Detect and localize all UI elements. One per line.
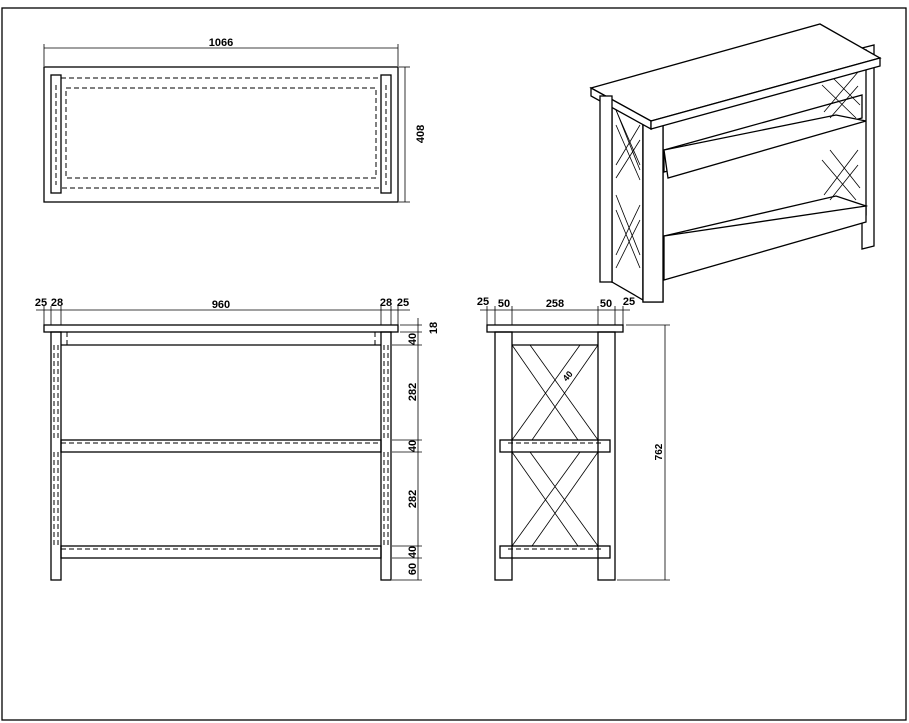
dim-front-leg-right: 28 xyxy=(380,297,392,309)
dim-front-inner-width: 960 xyxy=(212,299,230,311)
dim-top-thickness: 18 xyxy=(428,322,440,334)
dim-leg-clearance: 60 xyxy=(407,563,419,575)
dim-side-leg-left: 50 xyxy=(498,298,510,310)
dim-side-leg-right: 50 xyxy=(600,298,612,310)
dim-top-width: 1066 xyxy=(209,37,233,49)
dim-total-height: 762 xyxy=(654,443,665,460)
dim-side-inner-width: 258 xyxy=(546,298,564,310)
dim-middle-shelf: 40 xyxy=(407,440,419,452)
front-view: 25 28 960 28 25 18 40 282 40 282 40 60 xyxy=(35,297,440,581)
dim-apron-height: 40 xyxy=(407,333,419,345)
dim-side-overhang-left: 25 xyxy=(477,296,489,308)
side-view: 40 25 50 258 50 25 762 xyxy=(477,296,670,581)
dim-upper-gap: 282 xyxy=(407,383,419,401)
dim-front-overhang-left: 25 xyxy=(35,297,47,309)
dim-brace-width: 40 xyxy=(561,369,575,383)
dim-front-overhang-right: 25 xyxy=(397,297,409,309)
dim-top-depth: 408 xyxy=(415,125,427,143)
sheet-border xyxy=(1,7,907,721)
dim-lower-gap: 282 xyxy=(407,490,419,508)
top-view: 1066 408 xyxy=(43,37,427,203)
dim-front-leg-left: 28 xyxy=(51,297,63,309)
dim-bottom-shelf: 40 xyxy=(407,546,419,558)
dim-side-overhang-right: 25 xyxy=(623,296,635,308)
isometric-view xyxy=(589,23,882,303)
